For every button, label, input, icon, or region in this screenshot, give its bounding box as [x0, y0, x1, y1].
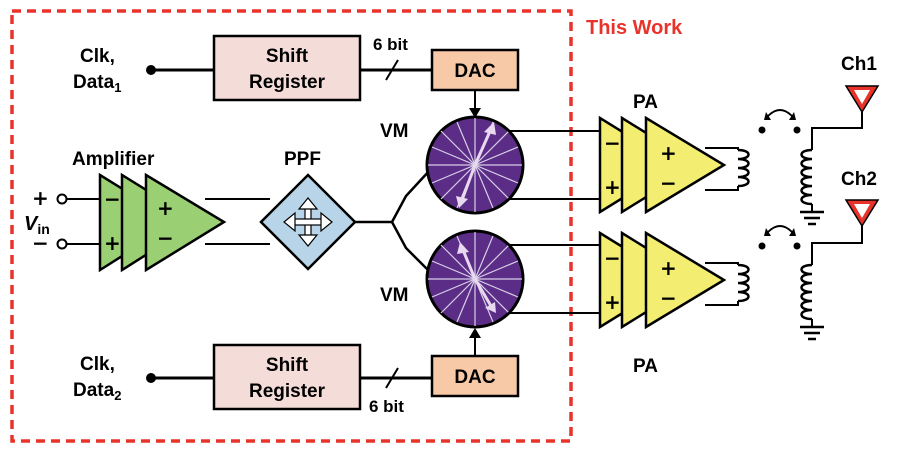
transformer-top-coupling-arrow — [767, 109, 793, 117]
dac-bottom-arrow — [469, 328, 481, 338]
vm-bottom — [425, 229, 525, 329]
pa-top-symbol — [598, 115, 727, 215]
ppf-cross-arrows-icon — [283, 197, 333, 247]
clk-data1-label-line2: Data1 — [73, 72, 121, 95]
secondary-top-to-ch1 — [811, 112, 863, 150]
clk-data1-label-line1: Clk, — [80, 46, 115, 67]
transformer-bottom — [737, 263, 813, 321]
transformer-top-dot-secondary — [793, 126, 801, 134]
antenna-ch2-icon — [844, 199, 880, 228]
vin-plus-sign: + — [32, 186, 49, 210]
transformer-bottom-coupling-arrow — [767, 225, 793, 233]
pa-bottom-output-plus: + — [660, 256, 677, 280]
shift-register-bottom-line1: Shift — [266, 355, 309, 376]
pa-bottom-output-minus: − — [660, 286, 677, 310]
dac-bottom — [430, 354, 520, 398]
bus-bottom-label: 6 bit — [369, 397, 404, 416]
transformer-bottom-coupling-arrowhead-left — [764, 228, 771, 236]
bus-top-slash — [385, 59, 399, 81]
pa-bottom-input-minus: − — [604, 246, 621, 270]
this-work-boundary — [10, 9, 573, 443]
pa-bottom-symbol — [598, 230, 727, 330]
ground-top-icon — [800, 210, 824, 226]
transformer-bottom-dot-secondary — [793, 242, 801, 250]
pa-top-label: PA — [633, 92, 658, 113]
shift-register-top — [212, 34, 362, 102]
dac-bottom-label: DAC — [454, 367, 495, 388]
pa-top-out-plus — [705, 147, 739, 150]
clk-data2-label-line2: Data2 — [73, 380, 121, 403]
vin-minus-sign: − — [32, 231, 49, 255]
ppf-label: PPF — [284, 149, 321, 170]
pa-bottom-out-plus — [705, 262, 739, 265]
vm-bottom-label: VM — [380, 285, 409, 306]
pa-bottom-label: PA — [633, 356, 658, 377]
ch1-label: Ch1 — [841, 54, 877, 75]
transformer-top — [737, 148, 813, 206]
ch2-label: Ch2 — [841, 169, 877, 190]
transformer-top-coupling-arrowhead-left — [764, 112, 771, 120]
vm-top-label: VM — [380, 121, 409, 142]
dac-top-arrow — [469, 108, 481, 118]
vm-top — [425, 115, 525, 215]
pa-top-output-minus: − — [660, 171, 677, 195]
transformer-top-dot-primary — [758, 126, 766, 134]
amp-output-minus: − — [157, 226, 174, 250]
amp-input-plus: + — [104, 231, 121, 255]
pa-top-out-minus — [705, 186, 739, 191]
ground-bottom-icon — [800, 325, 824, 341]
pa-top-input-minus: − — [604, 131, 621, 155]
transformer-bottom-coupling-arrowhead-right — [789, 228, 796, 236]
shift-register-top-line2: Register — [249, 72, 326, 93]
vin-minus-terminal — [56, 238, 68, 250]
secondary-bottom-to-ch2 — [811, 226, 863, 265]
dac-top-label: DAC — [454, 61, 495, 82]
amplifier-label: Amplifier — [72, 149, 155, 170]
dac-top — [430, 48, 520, 92]
shift-register-bottom-line2: Register — [249, 381, 326, 402]
antenna-ch1-icon — [844, 85, 880, 114]
vin-label: Vin — [24, 213, 50, 237]
amp-output-plus: + — [157, 196, 174, 220]
pa-top-output-plus: + — [660, 141, 677, 165]
pa-bottom-input-plus: + — [604, 290, 621, 314]
pa-bottom-out-minus — [705, 301, 739, 306]
amplifier-symbol — [98, 172, 227, 273]
split-to-vm-bottom — [390, 221, 431, 273]
transformer-bottom-dot-primary — [758, 242, 766, 250]
transformer-top-coupling-arrowhead-right — [789, 112, 796, 120]
vin-plus-terminal — [56, 193, 68, 205]
shift-register-top-line1: Shift — [266, 46, 309, 67]
bus-top-label: 6 bit — [373, 35, 408, 54]
shift-register-bottom — [212, 343, 362, 411]
bus-bottom-slash — [385, 367, 399, 389]
this-work-label: This Work — [586, 17, 683, 39]
clk-data2-label-line1: Clk, — [80, 354, 115, 375]
pa-top-input-plus: + — [604, 175, 621, 199]
amp-input-minus: − — [104, 187, 121, 211]
split-to-vm-top — [390, 169, 431, 223]
